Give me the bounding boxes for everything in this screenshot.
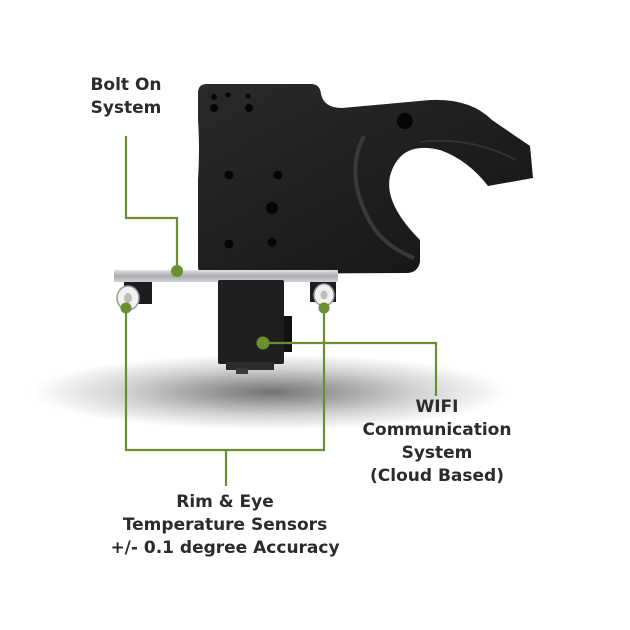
sensors-line-1: Rim & Eye	[176, 492, 274, 512]
hole	[266, 202, 278, 214]
hole	[211, 94, 217, 100]
arc-ridge	[353, 135, 415, 260]
hole	[397, 113, 413, 129]
eye-sensor-right	[313, 283, 335, 307]
hole	[273, 170, 283, 180]
hole	[224, 170, 234, 180]
hole	[267, 237, 277, 247]
callout-lines	[124, 136, 438, 486]
mounting-plate	[198, 84, 533, 274]
wifi-line-1: WIFI	[415, 397, 459, 417]
bolt-on-line-2: System	[90, 98, 162, 118]
callout-dots	[120, 265, 330, 350]
bolt-on-system-label: Bolt On System	[70, 74, 182, 120]
hole	[245, 93, 251, 99]
bolt-on-dot	[171, 265, 183, 277]
hole	[245, 104, 253, 112]
sensors-line-3: +/- 0.1 degree Accuracy	[110, 538, 340, 558]
wifi-module-box	[218, 280, 284, 364]
bolt-on-line-1: Bolt On	[90, 75, 162, 95]
temperature-sensors-label: Rim & Eye Temperature Sensors +/- 0.1 de…	[100, 491, 350, 560]
wifi-module-side	[284, 316, 292, 352]
bolt-on-leader	[124, 136, 179, 270]
wifi-leader	[263, 341, 438, 396]
sensors-line-2: Temperature Sensors	[122, 515, 328, 535]
plate-holes	[210, 92, 413, 249]
eye-sensor-dot	[318, 302, 330, 314]
sensor-rail	[114, 270, 338, 282]
hole	[225, 92, 231, 98]
rim-sensor-dot	[120, 302, 132, 314]
arm-edge	[419, 139, 517, 161]
wifi-module-base	[226, 362, 274, 370]
hole	[210, 104, 218, 112]
wifi-line-4: (Cloud Based)	[370, 466, 504, 486]
wifi-line-3: System	[401, 443, 473, 463]
connector	[236, 368, 248, 374]
wifi-line-2: Communication	[362, 420, 512, 440]
wifi-communication-label: WIFI Communication System (Cloud Based)	[352, 396, 522, 488]
hole	[224, 239, 234, 249]
floor-shadow	[30, 354, 510, 430]
wifi-dot	[256, 336, 270, 350]
